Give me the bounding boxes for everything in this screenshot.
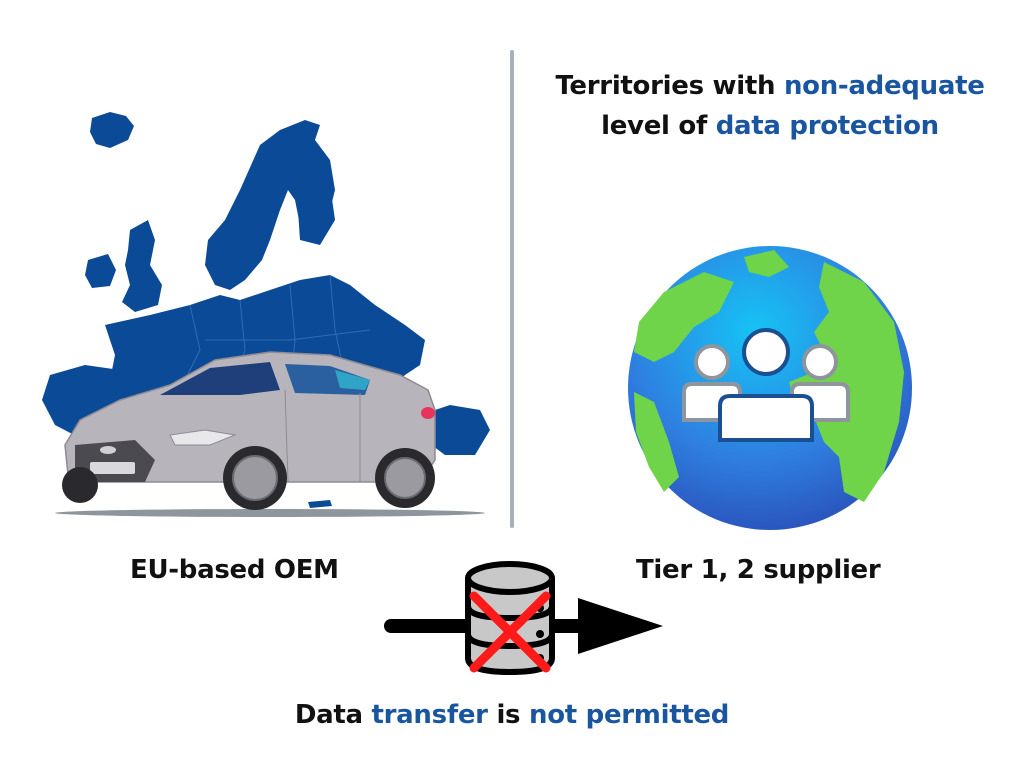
heading-text: Territories with <box>555 71 784 101</box>
heading-line-2: level of data protection <box>530 106 1010 146</box>
heading-accent-text: data protection <box>715 111 939 141</box>
footer-statement: Data transfer is not permitted <box>0 700 1024 730</box>
heading-text: level of <box>601 111 716 141</box>
heading: Territories with non-adequate level of d… <box>530 66 1010 146</box>
europe-map-with-car-icon <box>42 112 490 517</box>
heading-accent-text: non-adequate <box>783 71 985 101</box>
oem-label: EU-based OEM <box>130 555 339 585</box>
database-crossed-icon <box>465 561 555 676</box>
supplier-label: Tier 1, 2 supplier <box>636 555 881 585</box>
globe-with-people-icon <box>628 246 912 530</box>
footer-text: is <box>487 700 529 730</box>
footer-text: Data <box>294 700 372 730</box>
footer-accent-text: not permitted <box>528 700 730 730</box>
heading-line-1: Territories with non-adequate <box>530 66 1010 106</box>
divider <box>510 50 514 528</box>
footer-accent-text: transfer <box>371 700 488 730</box>
